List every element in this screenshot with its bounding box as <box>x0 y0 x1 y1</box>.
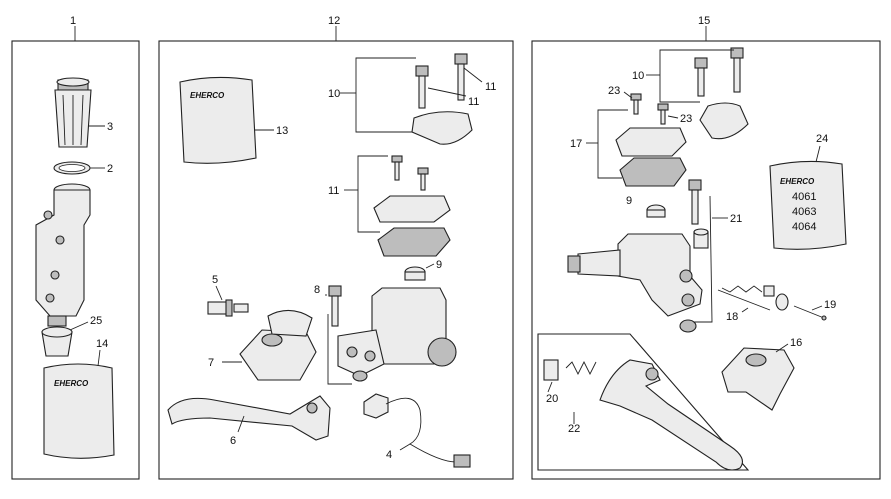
callout-5: 5 <box>212 274 218 286</box>
group-frame-1: 1 <box>11 15 140 480</box>
clamp-bolt-a <box>415 65 429 109</box>
callout-2: 2 <box>107 163 113 175</box>
clamp-bolt-b <box>454 53 468 101</box>
group-frame-12: 12 <box>158 15 514 480</box>
callout-24: 24 <box>816 133 828 145</box>
lever-part-22 <box>599 359 743 471</box>
master-cylinder-group12 <box>337 287 457 377</box>
callout-11-lower: 11 <box>328 185 339 197</box>
clamp-bolt-c <box>694 57 708 97</box>
callout-4: 4 <box>386 449 392 461</box>
callout-14: 14 <box>96 338 108 350</box>
cover-screw-b <box>417 167 429 191</box>
dust-cover-part-7 <box>239 309 317 381</box>
bag-part-14: EHERCO <box>43 363 115 459</box>
callout-17: 17 <box>570 138 582 150</box>
callout-16: 16 <box>790 337 802 349</box>
bag-part-24: EHERCO 4061 4063 4064 <box>769 160 847 250</box>
callout-11-middle: 11 <box>468 96 479 108</box>
callout-20: 20 <box>546 393 558 405</box>
clamp-part-15 <box>699 102 749 140</box>
group-frame-15: 15 <box>531 15 881 480</box>
callout-19: 19 <box>824 299 836 311</box>
bag-part-13: EHERCO <box>179 76 257 164</box>
group-label-15: 15 <box>698 15 710 27</box>
lever-part-6 <box>167 395 331 441</box>
cover-plate <box>373 195 451 223</box>
cap-part-25 <box>41 326 73 357</box>
dust-cover-part-16 <box>721 347 795 411</box>
bolt-part-8 <box>328 285 342 327</box>
nut-part-8 <box>352 370 368 382</box>
pin-part-19 <box>793 305 827 321</box>
master-cylinder-group15 <box>567 233 703 333</box>
group-label-12: 12 <box>328 15 340 27</box>
brand-logo-bag-14: EHERCO <box>54 379 89 388</box>
callout-18: 18 <box>726 311 738 323</box>
lever-kit-frame-22 <box>537 333 750 471</box>
clamp-bolt-d <box>730 47 744 93</box>
adjuster-part-20 <box>543 359 597 381</box>
callout-10-group15: 10 <box>632 70 644 82</box>
callout-7: 7 <box>208 357 214 369</box>
brand-logo-bag-13: EHERCO <box>190 91 225 100</box>
piston-part-18 <box>717 285 789 311</box>
callout-11-upper: 11 <box>485 81 496 93</box>
cover-screw-c <box>630 93 642 115</box>
group-label-1: 1 <box>70 15 76 27</box>
banjo-part-5 <box>207 299 249 317</box>
callout-9-group15: 9 <box>626 195 632 207</box>
kit-code-1: 4061 <box>792 191 816 203</box>
kit-code-2: 4063 <box>792 206 816 218</box>
callout-9-group12: 9 <box>436 259 442 271</box>
bolt-part-21 <box>688 179 709 249</box>
diaphragm <box>377 227 451 257</box>
callout-6: 6 <box>230 435 236 447</box>
callout-21: 21 <box>730 213 742 225</box>
brand-logo-bag-24: EHERCO <box>780 177 815 186</box>
cover-screw-a <box>391 155 403 181</box>
cover-plate-15 <box>615 127 687 157</box>
callout-25: 25 <box>90 315 102 327</box>
cover-screw-d <box>657 103 669 125</box>
callout-3: 3 <box>107 121 113 133</box>
cylinder-body <box>35 183 91 327</box>
clamp-part-10 <box>411 111 473 145</box>
callout-10-left: 10 <box>328 88 340 100</box>
callout-23-left: 23 <box>608 85 620 97</box>
kit-code-3: 4064 <box>792 221 816 233</box>
switch-part-4 <box>363 393 471 468</box>
callout-13: 13 <box>276 125 288 137</box>
diaphragm-15 <box>619 157 687 187</box>
reservoir-part-3 <box>54 77 92 148</box>
callout-23-right: 23 <box>680 113 692 125</box>
callout-22: 22 <box>568 423 580 435</box>
callout-8: 8 <box>314 284 320 296</box>
